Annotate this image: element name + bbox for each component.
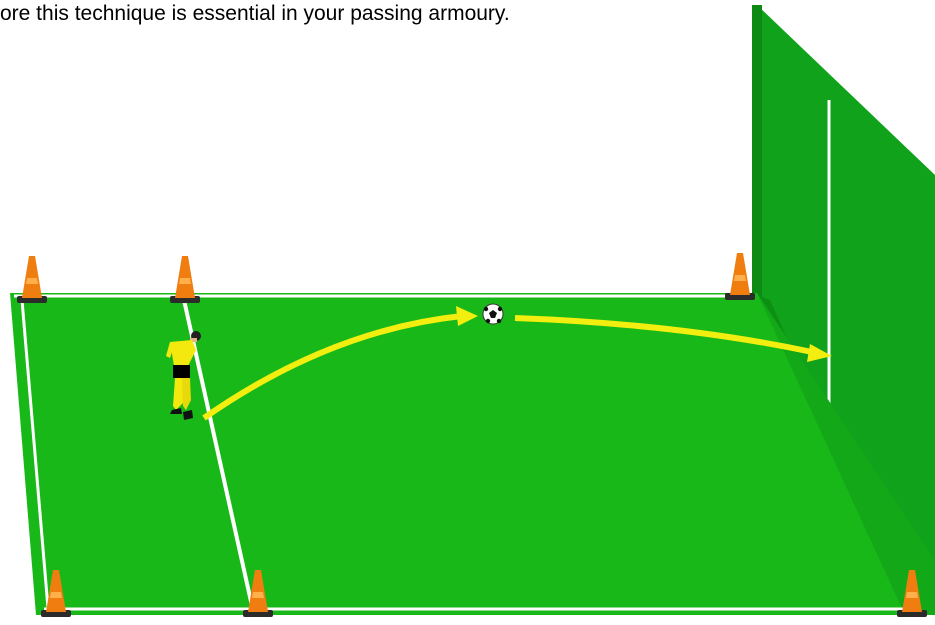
traffic-cone-icon: [725, 253, 755, 300]
soccer-ball-icon: [483, 304, 503, 324]
wall-edge: [752, 5, 762, 300]
